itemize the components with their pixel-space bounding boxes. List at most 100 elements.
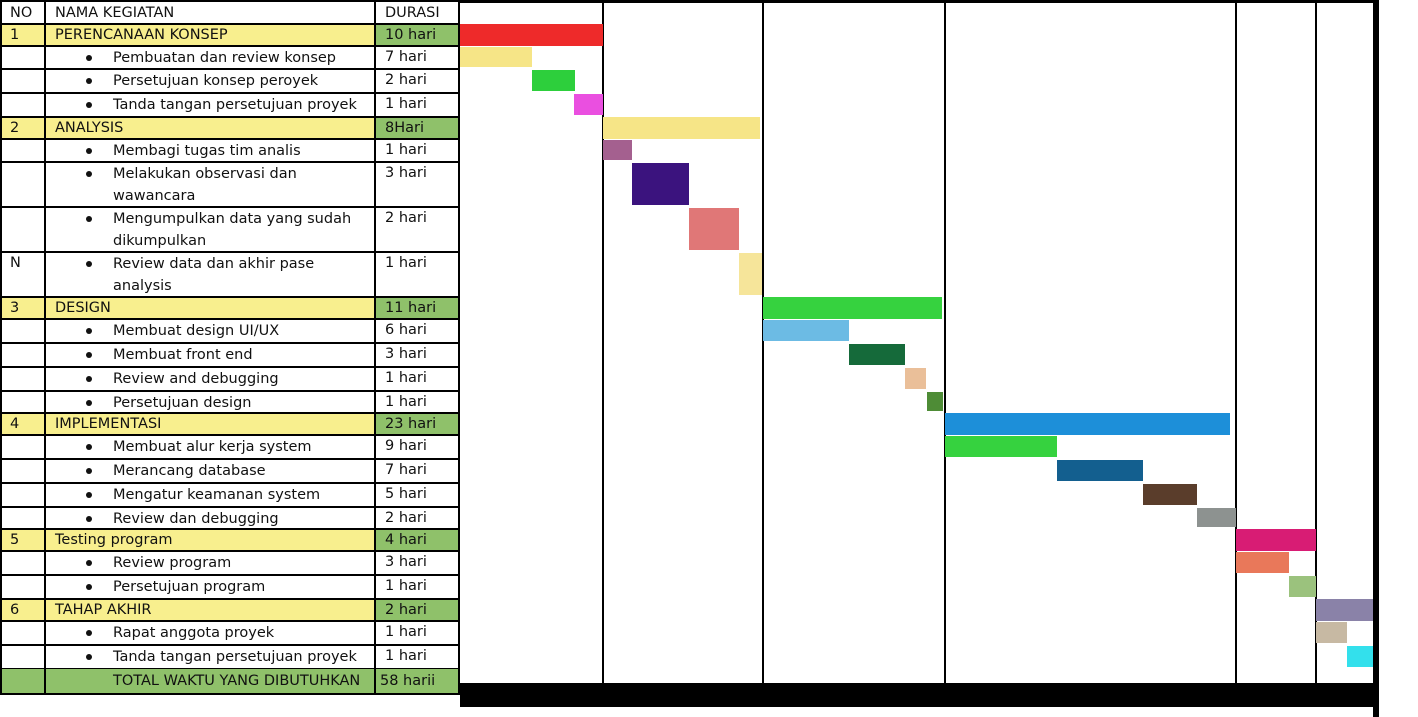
row-divider (0, 116, 459, 118)
task-bar (1289, 576, 1316, 597)
row-divider (0, 598, 459, 600)
task-duration: 2 hari (385, 602, 427, 618)
row-no: 6 (10, 602, 20, 618)
table-left-border (0, 0, 2, 695)
header-no: NO (10, 5, 33, 21)
row-no: 3 (10, 300, 20, 316)
row-divider (0, 138, 459, 140)
row-divider (0, 92, 459, 94)
row-divider (0, 458, 459, 460)
task-duration: 1 hari (385, 394, 427, 410)
task-duration: 10 hari (385, 27, 437, 43)
task-duration: 1 hari (385, 96, 427, 112)
task-name: Review and debugging (113, 371, 279, 387)
task-name: Rapat anggota proyek (113, 625, 275, 641)
row-divider (0, 318, 459, 320)
phase-name: TAHAP AKHIR (55, 602, 152, 618)
task-duration: 1 hari (385, 648, 427, 664)
phase-name: ANALYSIS (55, 120, 124, 136)
task-bar (1236, 552, 1289, 573)
task-duration: 1 hari (385, 624, 427, 640)
phase-row-bg (0, 297, 375, 319)
bullet-icon (86, 55, 92, 61)
gantt-top-border (460, 0, 1379, 3)
table-column-divider (374, 0, 376, 695)
table-bottom-border (0, 693, 459, 695)
total-value: 58 harii (380, 673, 436, 689)
bullet-icon (86, 352, 92, 358)
task-bar (532, 70, 575, 91)
phase-bar (1316, 599, 1373, 621)
row-no: N (10, 255, 21, 271)
task-name: Tanda tangan persetujuan proyek (113, 97, 357, 113)
task-bar (763, 320, 849, 341)
task-bar (739, 253, 762, 295)
duration-cell-bg (375, 117, 459, 139)
row-divider (0, 251, 459, 253)
task-duration: 3 hari (385, 346, 427, 362)
header-name: NAMA KEGIATAN (55, 5, 175, 21)
phase-bar (945, 413, 1230, 435)
bullet-icon (86, 654, 92, 660)
task-bar (1143, 484, 1197, 505)
task-bar (574, 94, 603, 115)
row-divider (0, 68, 459, 70)
task-duration: 2 hari (385, 210, 427, 226)
task-duration: 1 hari (385, 578, 427, 594)
task-name-line: analysis (113, 278, 172, 294)
row-divider (0, 45, 459, 47)
phase-bar (1236, 529, 1316, 551)
task-name-line: Mengumpulkan data yang sudah (113, 211, 352, 227)
duration-cell-bg (375, 529, 459, 551)
task-name-line: wawancara (113, 188, 196, 204)
phase-name: DESIGN (55, 300, 111, 316)
bullet-icon (86, 328, 92, 334)
row-divider (0, 550, 459, 552)
header-duration: DURASI (385, 5, 440, 21)
task-duration: 2 hari (385, 510, 427, 526)
task-duration: 1 hari (385, 142, 427, 158)
table-top-border (0, 0, 459, 2)
task-duration: 9 hari (385, 438, 427, 454)
row-no: 2 (10, 120, 20, 136)
task-name: Persetujuan konsep peroyek (113, 73, 319, 89)
task-duration: 7 hari (385, 49, 427, 65)
task-name: Persetujuan program (113, 579, 266, 595)
task-duration: 3 hari (385, 554, 427, 570)
bullet-icon (86, 171, 92, 177)
task-duration: 7 hari (385, 462, 427, 478)
bullet-icon (86, 261, 92, 267)
row-divider (0, 23, 459, 25)
total-row-bg (0, 669, 459, 693)
duration-cell-bg (375, 24, 459, 46)
phase-row-bg (0, 117, 375, 139)
task-bar (632, 163, 689, 205)
phase-divider-line (944, 2, 946, 683)
table-column-divider (458, 0, 460, 695)
duration-cell-bg (375, 599, 459, 621)
task-name: Review program (113, 555, 232, 571)
task-name: Membuat alur kerja system (113, 439, 312, 455)
row-divider (0, 296, 459, 298)
task-name: Review dan debugging (113, 511, 279, 527)
task-name-line: Review data dan akhir pase (113, 256, 315, 272)
task-duration: 1 hari (385, 255, 427, 271)
task-bar (689, 208, 739, 250)
task-duration: 2 hari (385, 72, 427, 88)
task-name: Merancang database (113, 463, 266, 479)
table-column-divider (44, 0, 46, 695)
bullet-icon (86, 444, 92, 450)
row-no: 1 (10, 27, 20, 43)
duration-cell-bg (375, 297, 459, 319)
bullet-icon (86, 516, 92, 522)
bullet-icon (86, 584, 92, 590)
bullet-icon (86, 468, 92, 474)
phase-name: IMPLEMENTASI (55, 416, 162, 432)
gantt-footer-band (460, 683, 1379, 707)
task-duration: 8Hari (385, 120, 425, 136)
row-divider (0, 620, 459, 622)
task-bar (927, 392, 943, 411)
bullet-icon (86, 560, 92, 566)
task-duration: 23 hari (385, 416, 437, 432)
row-divider (0, 506, 459, 508)
